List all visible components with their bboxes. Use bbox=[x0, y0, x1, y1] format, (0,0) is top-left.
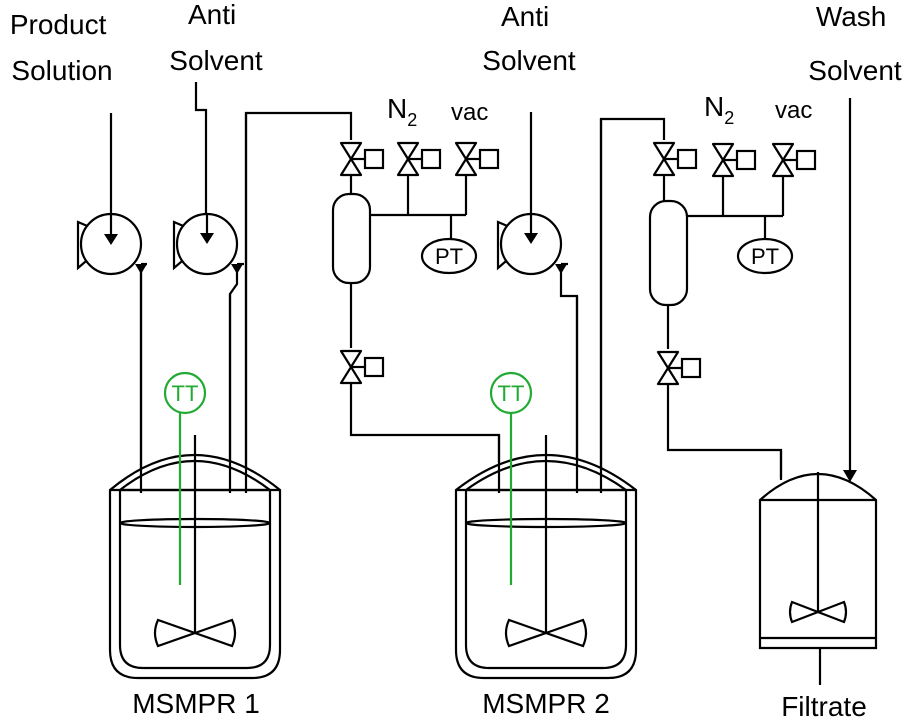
anti-solvent-1-label: Anti Solvent bbox=[169, 0, 263, 76]
product-pump bbox=[76, 113, 147, 493]
temperature-transmitter-2: TT bbox=[489, 371, 533, 585]
filter-vessel bbox=[758, 450, 878, 685]
transfer-line-2 bbox=[666, 384, 783, 478]
receiver-vessel-1 bbox=[331, 192, 372, 285]
valve-vac-1 bbox=[454, 141, 500, 177]
msmpr-2-vessel bbox=[454, 119, 638, 680]
pressure-transmitter-1 bbox=[420, 237, 478, 275]
anti-solvent-pump-1 bbox=[172, 82, 244, 493]
n2-label-1: N2 bbox=[387, 93, 417, 130]
tt-2-label: TT bbox=[498, 381, 525, 406]
msmpr-2-label: MSMPR 2 bbox=[482, 688, 610, 719]
product-solution-label: Product Solution bbox=[10, 9, 114, 86]
pt-1-label: PT bbox=[435, 244, 463, 269]
temperature-transmitter-1: TT bbox=[163, 371, 207, 585]
filtrate-label: Filtrate bbox=[781, 691, 867, 722]
msmpr1-outlet-line bbox=[244, 111, 353, 493]
anti-solvent-2-label: Anti Solvent bbox=[482, 1, 576, 76]
pt-2-label: PT bbox=[751, 244, 779, 269]
msmpr-1-vessel bbox=[108, 113, 282, 680]
valve-inlet-2 bbox=[652, 141, 698, 177]
pressure-transmitter-2 bbox=[736, 237, 794, 275]
tt-1-label: TT bbox=[172, 381, 199, 406]
valve-n2-1 bbox=[396, 141, 442, 177]
n2-label-2: N2 bbox=[704, 91, 734, 128]
receiver-vessel-2 bbox=[648, 199, 689, 307]
valve-inlet-1 bbox=[339, 141, 385, 177]
anti-solvent-pump-2 bbox=[496, 112, 579, 490]
valve-transfer-1 bbox=[339, 349, 385, 385]
msmpr-1-label: MSMPR 1 bbox=[132, 688, 260, 719]
wash-solvent-label: Wash Solvent bbox=[808, 1, 902, 86]
valve-transfer-2 bbox=[656, 350, 702, 386]
transfer-line-1 bbox=[349, 383, 501, 462]
valve-vac-2 bbox=[771, 142, 817, 178]
vac-label-1: vac bbox=[451, 99, 488, 126]
valve-n2-2 bbox=[711, 142, 757, 178]
vac-label-2: vac bbox=[775, 97, 812, 124]
